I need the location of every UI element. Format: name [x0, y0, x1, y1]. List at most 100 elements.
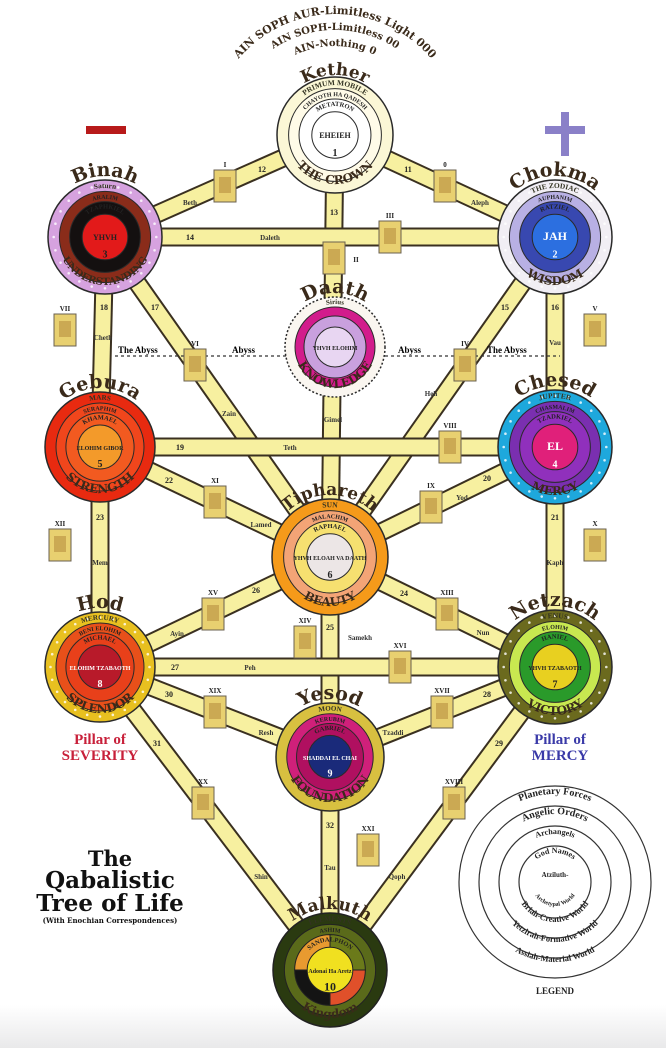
star-dot [504, 652, 507, 656]
angelic-order: AUPHANIM [537, 195, 573, 205]
star-dot [85, 713, 89, 717]
star-dot [517, 271, 521, 275]
star-dot [553, 717, 557, 720]
hebrew-letter: Zain [222, 410, 236, 418]
meaning-label: Kingdom [300, 999, 361, 1021]
card-figure [394, 658, 406, 674]
star-dot [139, 199, 143, 203]
star-dot [49, 665, 52, 669]
archangel: RATZIEL [539, 203, 571, 214]
hebrew-letter: Peh [244, 664, 255, 672]
star-dot [509, 471, 512, 474]
star-dot [603, 432, 606, 436]
tarot-card-VI [183, 348, 207, 382]
star-dot [55, 690, 59, 694]
star-dot [103, 184, 107, 187]
hebrew-letter: Kaph [547, 559, 564, 567]
tarot-card-XX [191, 786, 215, 820]
core [81, 213, 129, 261]
star-dot [129, 280, 132, 283]
tarot-numeral: XV [208, 589, 218, 597]
sephirah-number: 10 [324, 980, 336, 994]
star-dot [155, 235, 158, 239]
star-dot [509, 261, 512, 264]
star-dot [540, 186, 544, 189]
path-31 [92, 661, 338, 976]
legend-top-label: God Names [533, 846, 578, 861]
legend-bottom-label: Archetypal World [534, 893, 577, 909]
star-dot [504, 678, 507, 682]
tarot-card-XIV [293, 625, 317, 659]
title-line-1: The [87, 846, 133, 871]
star-dot [90, 285, 94, 288]
hebrew-letter: Heh [425, 390, 438, 398]
hebrew-letter: Resh [259, 729, 274, 737]
sephirah-yesod[interactable]: YesodMOONKERUBIMGABRIELFOUNDATIONSHADDAI… [275, 682, 385, 812]
star-dot [504, 222, 507, 226]
pillar-of-severity: Pillar of SEVERITY [40, 732, 160, 765]
tarot-card-IV [453, 348, 477, 382]
star-dot [141, 640, 145, 644]
path-number: 12 [258, 165, 266, 174]
core [311, 111, 359, 159]
tarot-card-XVII [430, 695, 454, 729]
angelic-order: BENI ELOHIM [78, 626, 122, 638]
star-dot [517, 701, 521, 705]
star-dot [589, 409, 593, 413]
star-dot [133, 700, 137, 704]
path-number: 24 [400, 589, 408, 598]
sephirah-number: 2 [553, 250, 558, 261]
title-subtitle: (With Enochian Correspondences) [42, 916, 178, 925]
abyss-label-inner-right: Abyss [398, 345, 422, 355]
star-dot [504, 248, 507, 252]
card-figure [189, 356, 201, 372]
sephirah-geburah[interactable]: GeburaMARSSERAPHIMKHAMAELSTRENGTHELOHIM … [44, 371, 156, 503]
star-dot [553, 614, 557, 617]
sephirah-number: 8 [98, 679, 103, 690]
star-dot [90, 186, 94, 189]
core [531, 423, 579, 471]
star-dot [517, 481, 521, 485]
tarot-card-XI [203, 485, 227, 519]
path-number: 16 [551, 303, 559, 312]
core [306, 946, 354, 994]
tarot-card-V [583, 313, 607, 347]
star-dot [509, 420, 512, 423]
sephirah-binah[interactable]: BinahSaturnARALIMTZAPHKIELUNDERSTANDINGY… [47, 159, 163, 295]
card-figure [207, 605, 219, 621]
angelic-order: MALACHIM [311, 514, 349, 524]
ain-soph-line-3-path: AIN-Nothing 0 [291, 38, 378, 58]
planet-label-path: MERCURY [80, 614, 121, 626]
hebrew-letter: Shin [254, 873, 268, 881]
star-dot [517, 629, 521, 633]
star-dot [509, 640, 512, 643]
star-dot [603, 458, 606, 462]
path-17 [97, 231, 338, 563]
star-dot [579, 191, 582, 194]
archangel-path: MICHAEL [83, 634, 118, 645]
sephirah-malkuth[interactable]: MalkuthELEMENTSASHIMSANDALPHONKingdomAdo… [272, 894, 388, 1028]
star-dot [566, 396, 570, 399]
star-dot [78, 191, 81, 194]
star-dot [509, 691, 512, 694]
tarot-numeral: XIX [209, 687, 222, 695]
archangel: RAPHAEL [313, 523, 348, 534]
angelic-order: ELOHIM [541, 625, 568, 633]
card-figure [425, 498, 437, 514]
path-number: 17 [151, 303, 159, 312]
title-line-2: Qabalistic [45, 867, 175, 894]
